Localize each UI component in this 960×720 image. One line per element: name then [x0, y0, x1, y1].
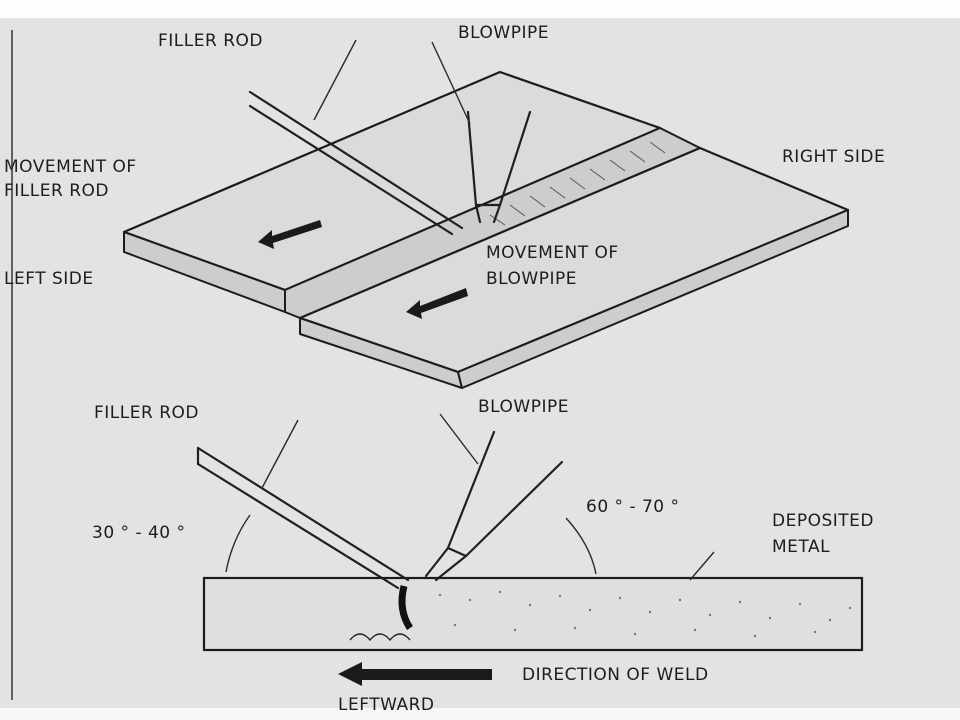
- right-plate-side-edge: [457, 209, 849, 389]
- filler-rod-bottom-leader: [261, 419, 299, 489]
- direction-of-weld-label: DIRECTION OF WELD: [522, 665, 709, 685]
- movement-filler-label-line1: MOVEMENT OF: [4, 157, 137, 177]
- movement-blowpipe-label-line2: BLOWPIPE: [486, 269, 577, 289]
- movement-filler-label-line2: FILLER ROD: [4, 181, 109, 201]
- filler-rod-top-label: FILLER ROD: [158, 31, 263, 51]
- plate-assembly: [122, 70, 850, 389]
- top-margin: [0, 0, 960, 18]
- filler-rod-top: [248, 39, 464, 236]
- blowpipe-angle-label: 60 ° - 70 °: [586, 497, 680, 517]
- weld-bead-top: [489, 141, 666, 226]
- weld-pool: [398, 585, 413, 630]
- bottom-margin: [0, 708, 960, 720]
- left-side-label: LEFT SIDE: [4, 269, 94, 289]
- right-side-label: RIGHT SIDE: [782, 147, 885, 167]
- blowpipe-top-label: BLOWPIPE: [458, 23, 549, 43]
- deposited-metal-hatching: [438, 590, 852, 638]
- blowpipe-bottom-label: BLOWPIPE: [478, 397, 569, 417]
- blowpipe-angle-arc: [565, 517, 597, 575]
- filler-rod-bottom: [196, 419, 410, 590]
- rod-angle-arc: [225, 514, 251, 573]
- deposited-metal-leader: [689, 551, 715, 581]
- leftward-label: LEFTWARD: [338, 695, 435, 715]
- filler-rod-top-leader: [313, 39, 357, 121]
- movement-blowpipe-label-line1: MOVEMENT OF: [486, 243, 619, 263]
- plate-side-view: [202, 576, 864, 652]
- filler-movement-arrow: [258, 220, 322, 249]
- deposited-metal-label-line2: METAL: [772, 537, 830, 557]
- blowpipe-bottom: [424, 413, 715, 582]
- filler-rod-bottom-label: FILLER ROD: [94, 403, 199, 423]
- blowpipe-movement-arrow: [406, 288, 468, 319]
- weld-ripples: [349, 633, 411, 642]
- blowpipe-top: [431, 41, 532, 224]
- blowpipe-top-leader: [431, 41, 471, 125]
- direction-arrow: [338, 662, 492, 686]
- rod-angle-label: 30 ° - 40 °: [92, 523, 186, 543]
- deposited-metal-label-line1: DEPOSITED: [772, 511, 874, 531]
- blowpipe-bottom-leader: [439, 413, 479, 465]
